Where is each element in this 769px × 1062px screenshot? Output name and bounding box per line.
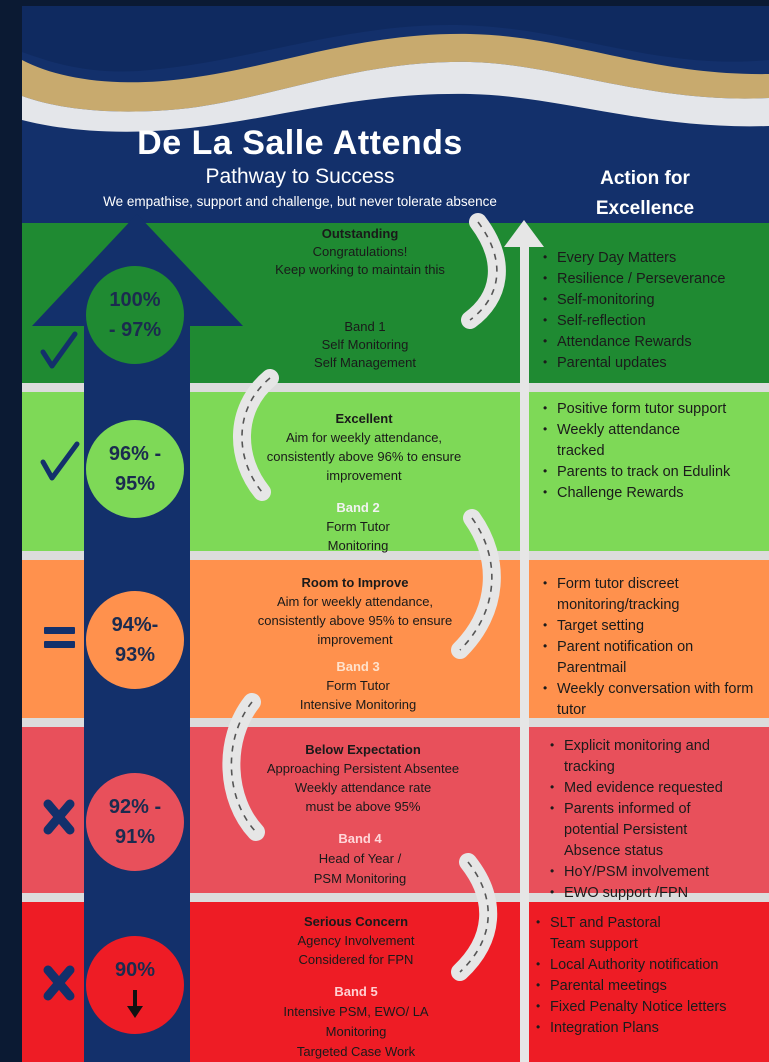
band5-focus: Band 5 Intensive PSM, EWO/ LA Monitoring… [283,984,429,1059]
poster-tagline: We empathise, support and challenge, but… [103,194,497,209]
action-column-title: Action for Excellence [595,168,695,219]
poster-title: De La Salle Attends [137,124,463,162]
list-item: HoY/PSM involvement [550,861,766,883]
band1-actions: Every Day Matters Resilience / Persevera… [543,247,765,374]
list-item: Self-reflection [543,310,765,332]
band-separators [22,383,769,902]
band5-range: 90% [114,959,156,981]
band2-range: 96% - 95% [108,443,162,495]
band3-focus: Band 3 Form Tutor Intensive Monitoring [299,659,417,712]
band5-description: Serious Concern Agency Involvement Consi… [297,914,415,967]
right-arrow-shaft [520,245,529,1062]
right-arrow-head [504,220,544,247]
list-item: Target setting [543,615,765,637]
list-item: Explicit monitoring and tracking [550,735,750,778]
list-item: Parental updates [543,352,765,374]
list-item: Self-monitoring [543,289,765,311]
band4-circle [86,773,184,871]
list-item: EWO support /FPN [550,882,766,904]
band3-description: Room to Improve Aim for weekly attendanc… [257,575,453,647]
band4-description: Below Expectation Approaching Persistent… [266,742,460,814]
list-item: Parental meetings [536,975,766,997]
list-item: Med evidence requested [550,777,766,799]
list-item: Weekly attendance tracked [543,419,713,462]
band1-circle [86,266,184,364]
list-item: Challenge Rewards [543,482,765,504]
list-item: Every Day Matters [543,247,765,269]
band5-circle [86,936,184,1034]
list-item: Parent notification on Parentmail [543,636,743,679]
poster-subtitle: Pathway to Success [205,165,395,188]
band1-range: 100% - 97% [108,289,162,341]
list-item: Parents to track on Edulink [543,461,765,483]
list-item: Integration Plans [536,1017,766,1039]
band3-range: 94%- 93% [111,614,159,666]
band4-focus: Band 4 Head of Year / PSM Monitoring [313,831,407,886]
list-item: Parents informed of potential Persistent… [550,798,728,862]
band2-check-icon [40,441,80,481]
list-item: Attendance Rewards [543,331,765,353]
list-item: Positive form tutor support [543,398,765,420]
band3-equals-icon [44,627,75,648]
band5-cross-icon [43,965,75,1001]
band2-description: Excellent Aim for weekly attendance, con… [266,411,462,483]
band1-description: Outstanding Congratulations! Keep workin… [275,226,445,277]
band2-actions: Positive form tutor support Weekly atten… [543,398,765,504]
road-path [222,213,506,981]
band2-circle [86,420,184,518]
wave-top [22,6,769,72]
band1-focus: Band 1 Self Monitoring Self Management [314,319,416,370]
list-item: Fixed Penalty Notice letters [536,996,766,1018]
band4-actions: Explicit monitoring and tracking Med evi… [550,735,766,904]
list-item: Resilience / Perseverance [543,268,765,290]
band3-circle [86,591,184,689]
band4-range: 92% - 91% [108,796,162,848]
band3-actions: Form tutor discreet monitoring/tracking … [543,573,765,721]
down-arrow-icon [127,990,143,1018]
band2-focus: Band 2 Form Tutor Monitoring [326,500,390,553]
list-item: Form tutor discreet monitoring/tracking [543,573,733,616]
list-item: Local Authority notification [536,954,766,976]
list-item: Weekly conversation with form tutor [543,678,757,721]
band1-check-icon [40,331,78,369]
wave-silver [22,61,769,132]
band5-actions: SLT and Pastoral Team support Local Auth… [536,912,766,1039]
band4-cross-icon [43,799,75,835]
list-item: SLT and Pastoral Team support [536,912,696,955]
wave-gold [22,33,769,112]
